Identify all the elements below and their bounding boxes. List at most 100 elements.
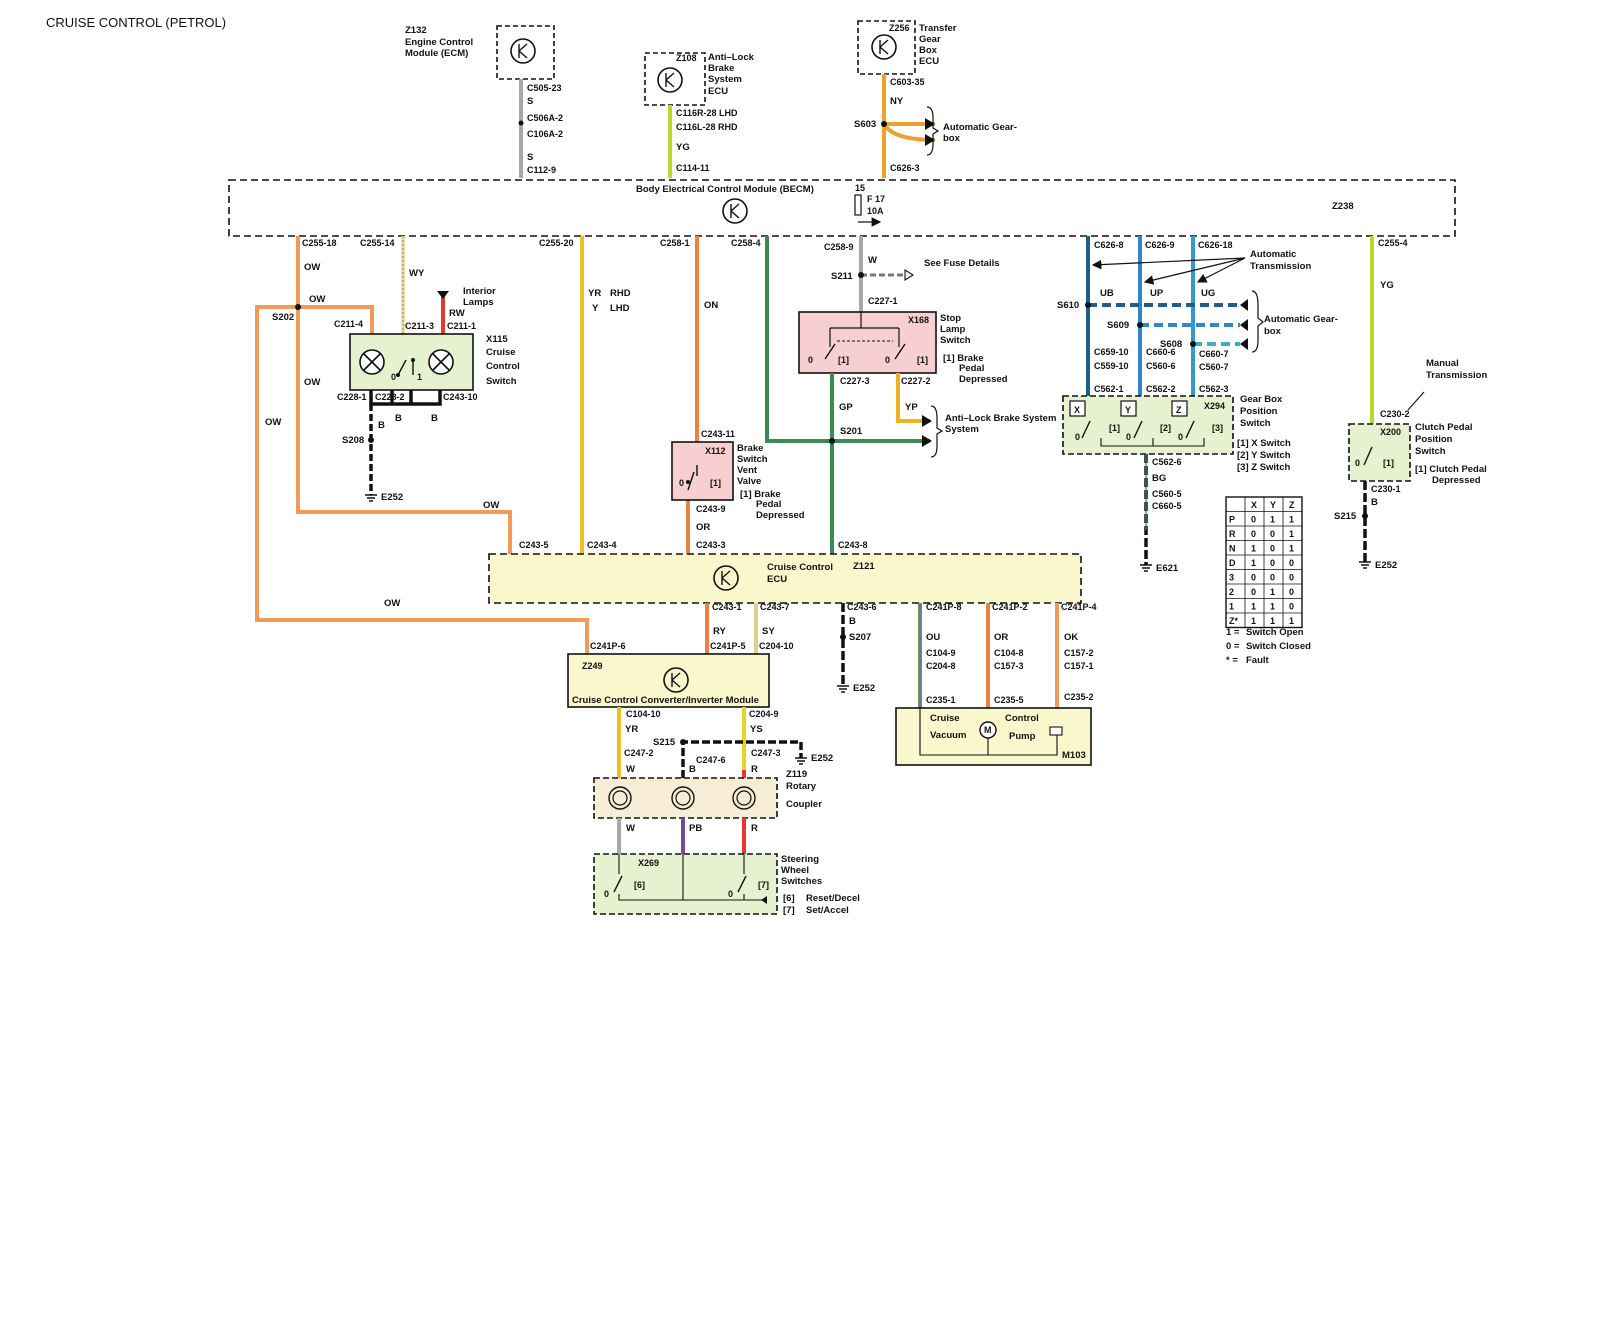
switch-pos-0: 0: [391, 372, 396, 382]
conn-c114-11: C114-11: [676, 163, 710, 173]
becm-name: Body Electrical Control Module (BECM): [636, 184, 814, 195]
x269-pos0-a: 0: [604, 889, 609, 899]
x294-id: X294: [1204, 401, 1225, 411]
truth-table-cell: 0: [1289, 602, 1294, 612]
x294-pos1: [1]: [1109, 423, 1120, 433]
truth-table-cell: 1: [1289, 544, 1294, 554]
auto-transmission-label: Automatic: [1250, 249, 1296, 260]
conn-c211-3: C228-2: [375, 392, 405, 402]
x294-pos3: [3]: [1212, 423, 1223, 433]
wire-yp: [896, 373, 930, 423]
truth-table-cell: Z*: [1229, 616, 1238, 626]
wire-code-on: ON: [704, 300, 718, 311]
splice-s211-label: S211: [831, 271, 853, 282]
auto-gearbox-label: Automatic Gear-: [943, 122, 1017, 133]
transfer-ecu-name-4: ECU: [919, 56, 939, 67]
motor-m: M: [984, 725, 992, 735]
truth-table-cell: 2: [1229, 587, 1234, 597]
conn-c255-4: C255-4: [1378, 238, 1408, 248]
wire-code-s: S: [527, 96, 533, 107]
conn-c243-10: C243-5: [519, 540, 549, 550]
x200-note-2: Depressed: [1432, 475, 1481, 486]
legend-key: 1 =: [1226, 627, 1240, 638]
switch-icon: [1081, 420, 1195, 439]
auto-gearbox-label-2: box: [943, 133, 961, 144]
abs-ecu-module: Z108 Anti–Lock Brake System ECU: [644, 52, 755, 106]
truth-table-cell: 1: [1229, 602, 1234, 612]
wire-code-w-2: W: [626, 764, 635, 775]
truth-table-cell: 1: [1289, 529, 1294, 539]
conn-c243-1: C241P-8: [926, 602, 962, 612]
conn-c243-11: C243-4: [587, 540, 617, 550]
wire-code-s-2: S: [527, 152, 533, 163]
legend-text: Fault: [1246, 655, 1270, 666]
truth-table-cell: 0: [1251, 529, 1256, 539]
conn-c626-8: C626-8: [1094, 240, 1124, 250]
conn-c227-2: C227-2: [901, 376, 931, 386]
wire-code-b-1: B: [378, 420, 385, 431]
conn-c243-9: C243-3: [696, 540, 726, 550]
ground-icon: [1359, 561, 1371, 569]
conn-c116r-28: C116R-28 LHD: [676, 108, 738, 118]
x269-name-2: Wheel: [781, 865, 809, 876]
conn-c560-5: C560-5: [1152, 489, 1182, 499]
x294-note-1: [1] X Switch: [1237, 438, 1291, 449]
truth-table-cell: D: [1229, 558, 1236, 568]
wire-code-ok: OK: [1064, 632, 1078, 643]
manual-transmission-label: Manual: [1426, 358, 1459, 369]
truth-table-cell: 0: [1289, 573, 1294, 583]
x115-name-1: Cruise: [486, 347, 516, 358]
wire-code-r-2: R: [751, 823, 758, 834]
x269-note-2: Set/Accel: [806, 905, 849, 916]
splice-s610: [1085, 302, 1091, 308]
transfer-ecu-name-3: Box: [919, 45, 938, 56]
fuse-id: F 17: [867, 194, 885, 204]
splice-s603: [881, 121, 887, 127]
conn-c243-3: C243-7: [760, 602, 790, 612]
auto-transmission-label-2: Transmission: [1250, 261, 1311, 272]
wire-code-b-2: B: [395, 413, 402, 424]
transistor-icon: [871, 34, 897, 60]
x269-note-1: Reset/Decel: [806, 893, 860, 904]
ground-icon: [1140, 564, 1152, 572]
conn-c255-20: C255-20: [539, 238, 574, 248]
abs-ecu-id: Z108: [676, 53, 697, 63]
wire-code-sy: SY: [762, 626, 775, 637]
wire-code-ow-1: OW: [304, 262, 320, 273]
conn-c241p-6: C104-10: [626, 709, 661, 719]
transistor-icon: [722, 198, 748, 224]
x112-note-2: Pedal: [756, 499, 781, 510]
conn-c227-1: C227-1: [868, 296, 898, 306]
conn-c562-1: C562-1: [1094, 384, 1124, 394]
conn-c506a-2: C506A-2: [527, 113, 563, 123]
splice-s608: [1190, 341, 1196, 347]
clutch-pedal-switch-x200: X200 0 [1]: [1348, 423, 1411, 482]
ground-e252-2: E252: [1375, 560, 1397, 571]
truth-table-cell: 0: [1251, 587, 1256, 597]
splice-s215-label: S215: [653, 737, 676, 748]
x294-z-box: Z: [1176, 405, 1182, 415]
wire-code-ny: NY: [890, 96, 904, 107]
x294-pos0-a: 0: [1075, 432, 1080, 442]
ground-icon: [837, 685, 849, 693]
conn-c104-9: C157-3: [994, 661, 1024, 671]
x269-name-3: Switches: [781, 876, 822, 887]
abs-ecu-name-2: Brake: [708, 63, 734, 74]
x294-pos2: [2]: [1160, 423, 1171, 433]
ground-icon: [365, 494, 377, 502]
truth-table-cell: 3: [1229, 573, 1234, 583]
wire-code-y: Y: [592, 303, 599, 314]
transfer-ecu-id: Z256: [889, 23, 910, 33]
auto-gearbox-label-right: Automatic Gear-: [1264, 314, 1338, 325]
conn-c562-3: C562-3: [1199, 384, 1229, 394]
conn-c241p-2: C241P-5: [710, 641, 746, 651]
splice-s609: [1137, 322, 1143, 328]
x294-x-box: X: [1074, 405, 1080, 415]
cruise-control-ecu-z121: Z121 Cruise Control ECU: [488, 553, 1082, 604]
splice-s211: [858, 272, 864, 278]
conn-c258-1: C258-1: [660, 238, 690, 248]
conn-c243-7: C241P-2: [992, 602, 1028, 612]
wire-code-or-2: OR: [994, 632, 1008, 643]
coil-icon: [671, 786, 695, 810]
